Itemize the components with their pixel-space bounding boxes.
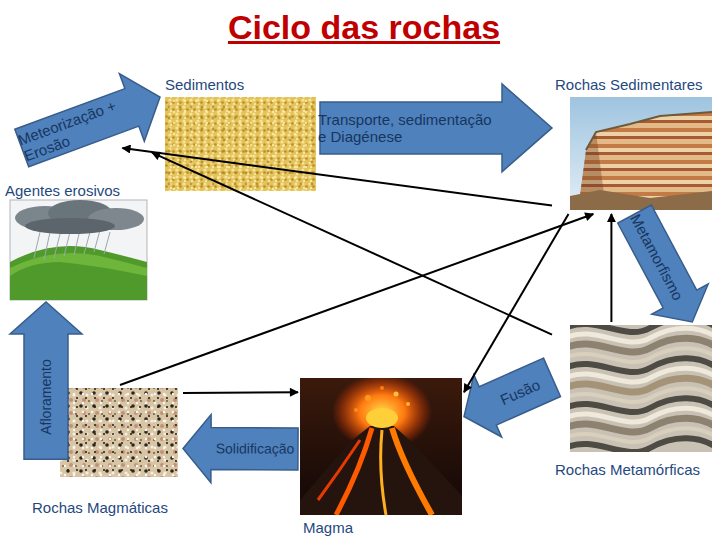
rock-node: Rochas Magmáticas: [46, 385, 183, 520]
lava-spark: [406, 402, 410, 406]
rain-drop: [54, 234, 60, 258]
ground: [570, 190, 712, 210]
node-label: Rochas Sedimentares: [555, 76, 703, 93]
volcano-image: [300, 378, 462, 515]
node-label-group: Agentes erosivos: [5, 182, 120, 199]
node-label: Magma: [303, 519, 353, 536]
connector-line: [122, 148, 552, 206]
granite-image: [60, 388, 178, 477]
connector-line: [152, 153, 552, 335]
process-arrow: [183, 415, 298, 483]
crater-lava: [366, 408, 398, 428]
arrow-label: Afloramento: [38, 359, 55, 434]
lava-spark: [380, 386, 384, 390]
node-label-group: Rochas Magmáticas: [32, 499, 168, 516]
cliff-edge: [586, 112, 712, 150]
node-label: Rochas Magmáticas: [32, 499, 168, 516]
rain-drop: [34, 232, 40, 258]
folded-rock-image: [570, 325, 712, 452]
process-arrow: [618, 205, 709, 322]
node-label-group: Rochas Sedimentares: [555, 76, 703, 93]
connector-line: [464, 214, 569, 392]
connector-line: [183, 391, 298, 394]
sand-image: [165, 97, 316, 191]
node-label-group: Rochas Metamórficas: [555, 461, 700, 478]
node-label: Agentes erosivos: [5, 182, 120, 199]
arrow-label: Meteorização + Erosão: [16, 91, 138, 164]
rain-drop: [44, 232, 50, 260]
hill-highlight: [10, 253, 147, 276]
process-arrow: [15, 74, 160, 167]
rock-band: [570, 438, 712, 452]
rock-node: Agentes erosivos: [4, 148, 152, 302]
cloud: [25, 218, 115, 234]
rock-node: Rochas Metamórficas: [552, 322, 717, 480]
lava-spark: [365, 395, 371, 401]
rock-node: Magma: [298, 376, 464, 538]
node-label-group: Magma: [303, 519, 353, 536]
process-arrow: [464, 358, 561, 437]
rain-drop: [104, 232, 110, 254]
lava-spark: [354, 408, 358, 412]
sand-image: [165, 97, 316, 191]
rock-node: Rochas Sedimentares: [552, 74, 717, 214]
arrow-label: Transporte, sedimentação e Diagénese: [318, 111, 504, 145]
granite-image: [60, 388, 178, 477]
sky: [570, 97, 712, 210]
cliff-image: [570, 97, 712, 210]
rain: [34, 230, 110, 260]
weather-image: [10, 200, 147, 300]
lava-flow: [392, 428, 432, 515]
node-label: Sedimentos: [165, 76, 244, 93]
connector-line: [610, 214, 612, 322]
arrow-label: Metamorfismo: [627, 211, 687, 303]
diagram-title: Ciclo das rochas: [0, 8, 728, 47]
rain-drop: [84, 232, 90, 254]
volcano-cone: [300, 426, 462, 515]
rain-drop: [94, 230, 100, 252]
node-label-group: Sedimentos: [165, 76, 244, 93]
green-hill: [10, 246, 147, 300]
arrow-label: Fusão: [497, 375, 542, 407]
connector-line: [120, 214, 593, 385]
arrow-label: Solidificação: [215, 440, 294, 457]
lava-flow: [381, 430, 386, 515]
lava-flow: [336, 428, 372, 515]
rock-node: Sedimentos: [160, 74, 320, 189]
lava-flow: [318, 440, 360, 500]
lava-spark: [394, 392, 399, 397]
node-label: Rochas Metamórficas: [555, 461, 700, 478]
process-arrow: [10, 302, 82, 459]
rain-drop: [64, 232, 70, 256]
